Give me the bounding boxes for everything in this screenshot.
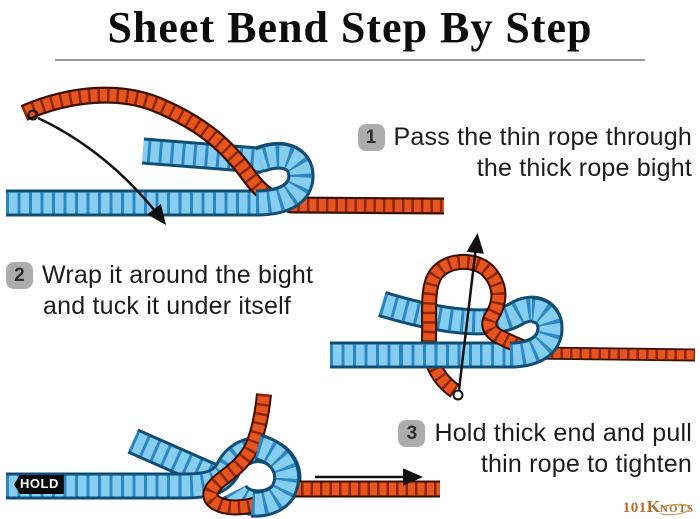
step3-line1: Hold thick end and pull (434, 419, 692, 447)
step1-caption: 1 Pass the thin rope through the thick ro… (357, 122, 692, 184)
logo-101: 101 (622, 500, 647, 516)
thin-rope (420, 253, 531, 398)
curved-arrow-down-icon (27, 109, 167, 225)
thick-rope-overlap (255, 142, 315, 217)
step1-illustration (6, 86, 445, 225)
thick-rope-curl-overlap (250, 433, 301, 518)
arrow-up-icon (452, 233, 484, 401)
step3-number-badge: 3 (398, 420, 426, 447)
header: Sheet Bend Step By Step (0, 0, 700, 61)
logo-nots: NOTS (656, 502, 694, 517)
thin-rope-standing-end (531, 346, 696, 362)
page-title: Sheet Bend Step By Step (107, 3, 593, 52)
step3-caption: 3 Hold thick end and pull thin rope to ti… (398, 418, 692, 480)
hold-label: HOLD (14, 475, 64, 494)
logo-k: K (646, 497, 661, 516)
step2-caption: 2 Wrap it around the bight and tuck it un… (6, 260, 313, 322)
step2-line2: and tuck it under itself (43, 292, 291, 320)
title-underline (55, 59, 645, 61)
step2-illustration (330, 233, 696, 401)
step1-number-badge: 1 (357, 124, 385, 151)
step3-illustration (6, 393, 440, 518)
thick-rope-curl-overlap (509, 296, 564, 369)
step2-line1: Wrap it around the bight (42, 261, 314, 289)
step2-number-badge: 2 (6, 262, 33, 289)
step1-line1: Pass the thin rope through (393, 123, 692, 151)
step1-line2: the thick rope bight (476, 154, 692, 182)
step3-line2: thin rope to tighten (480, 450, 692, 478)
brand-logo: 101KNOTS (623, 497, 694, 517)
